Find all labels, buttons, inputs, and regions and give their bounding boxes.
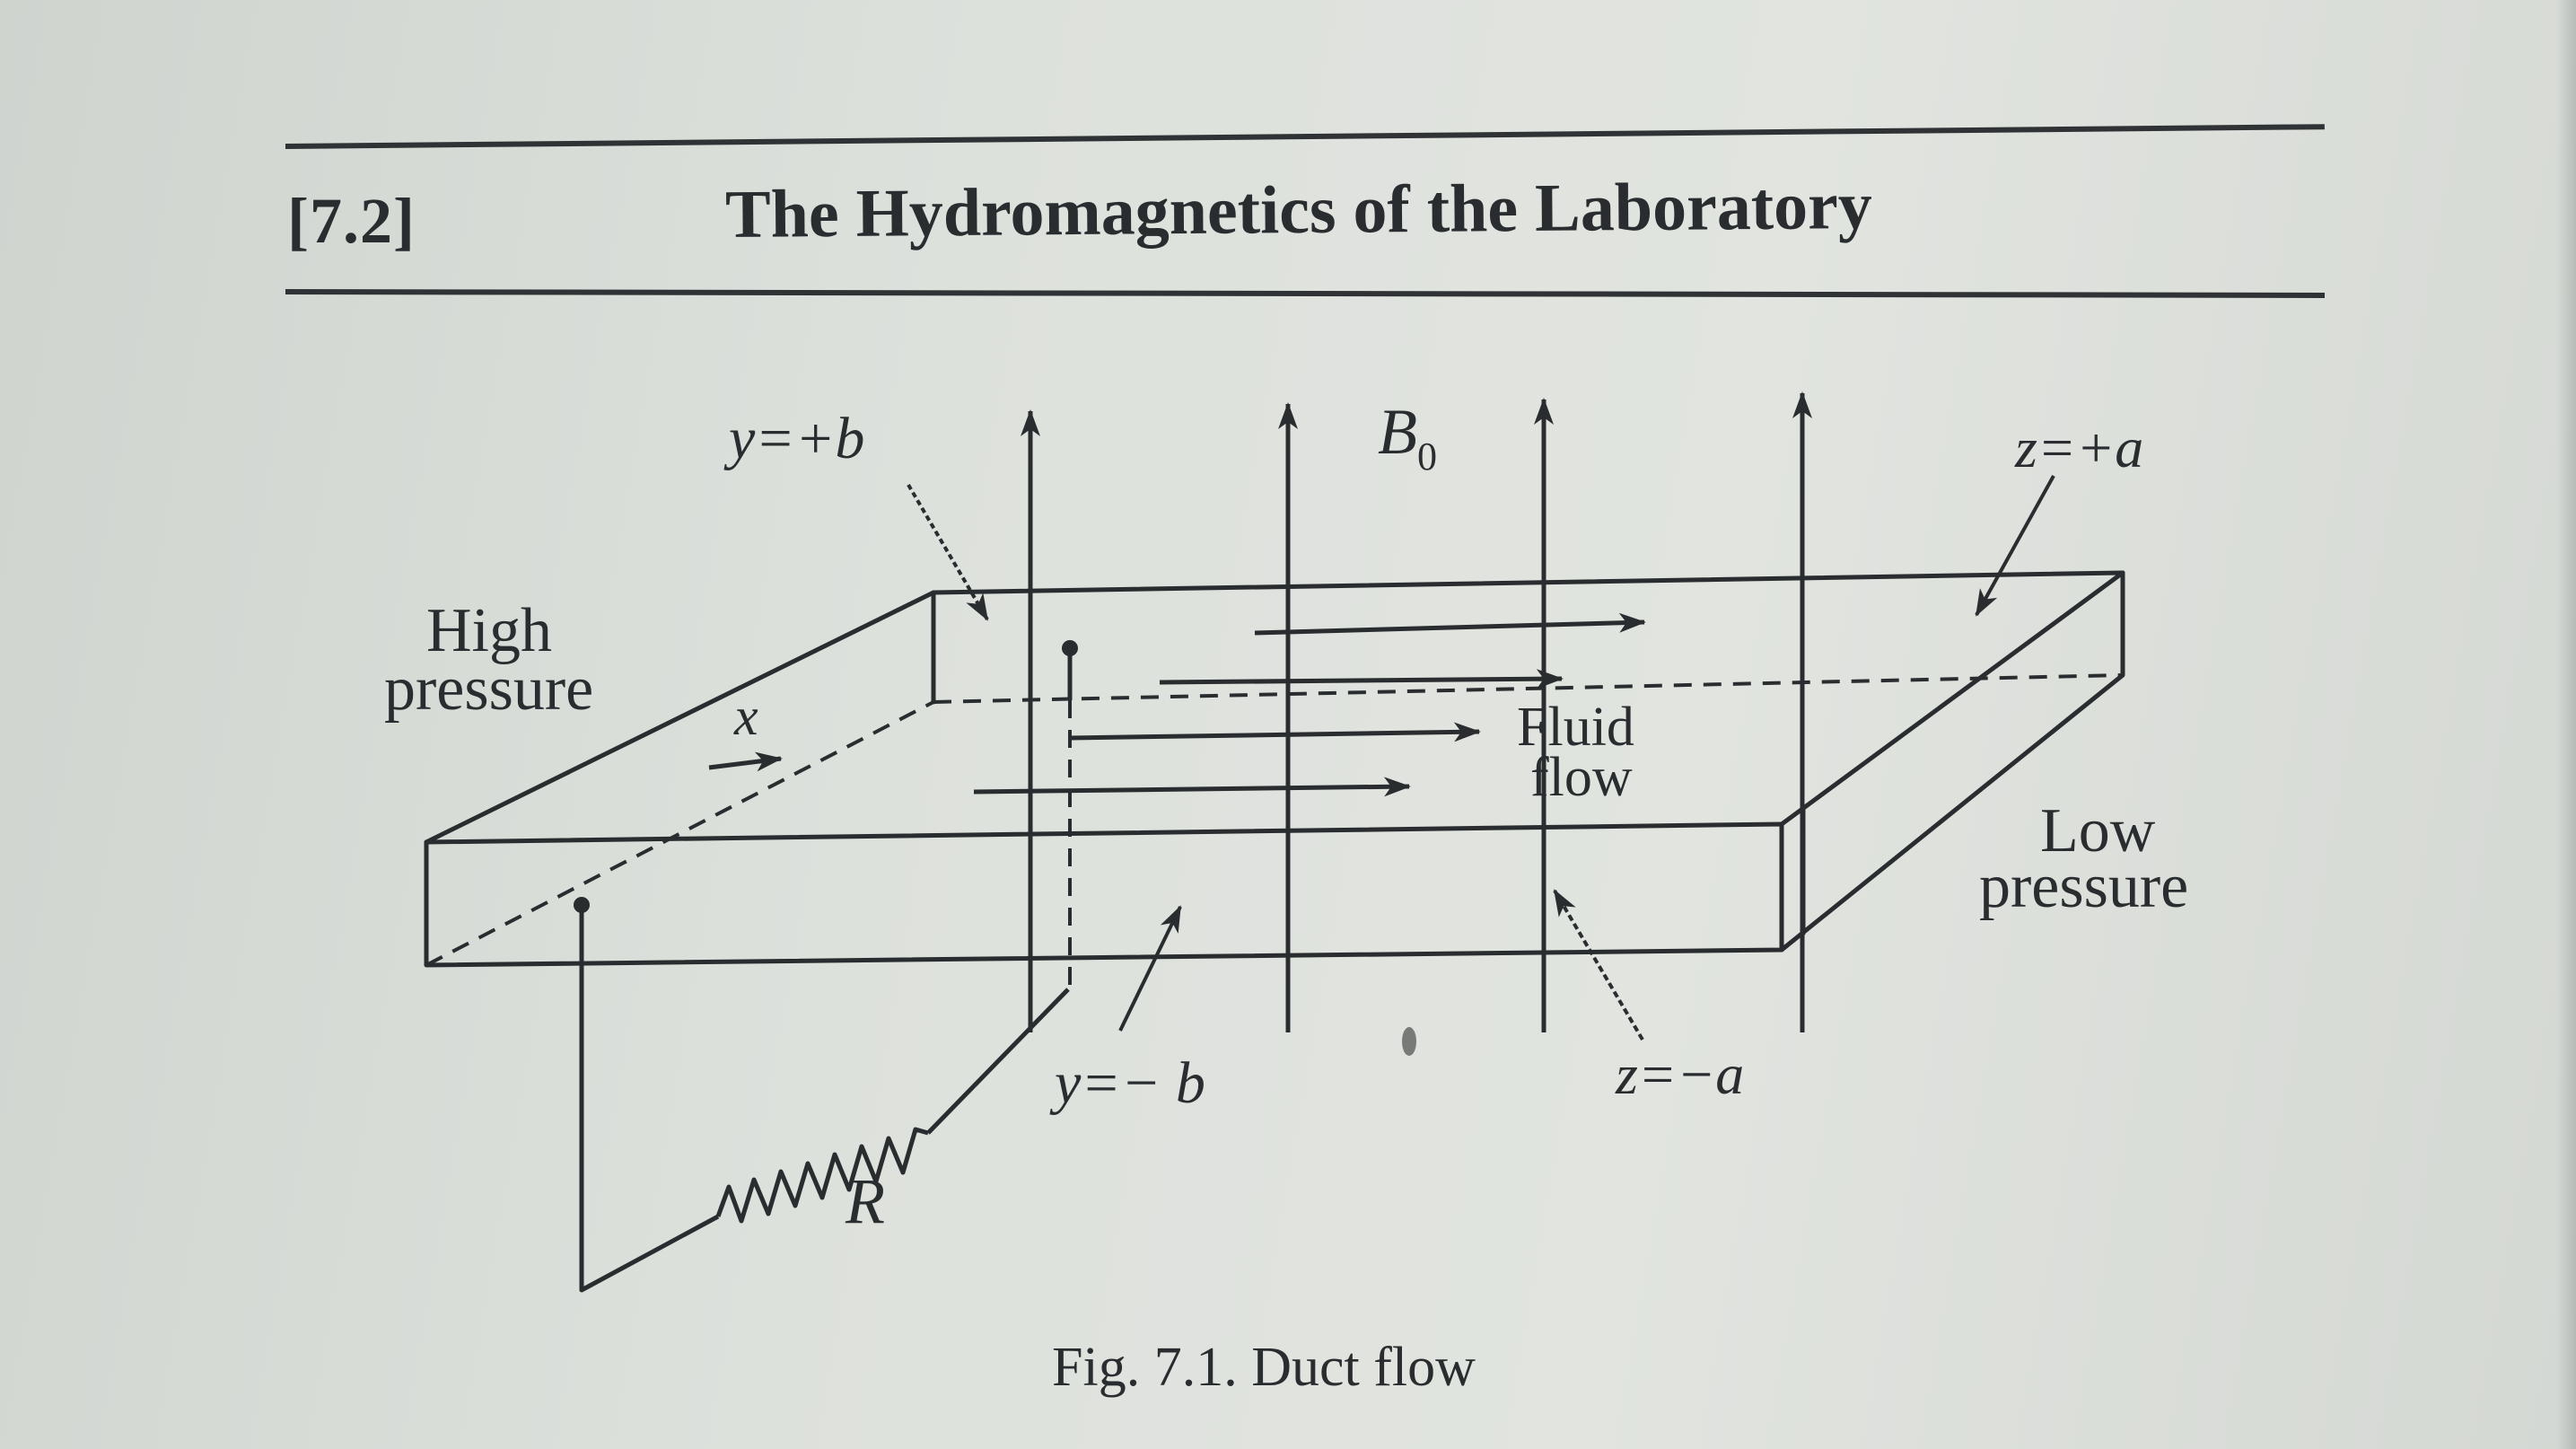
label-pressure-left: pressure [384, 654, 593, 724]
label-z-plus-a: z=+a [2014, 416, 2143, 479]
label-x: x [733, 687, 758, 746]
electrode-back-dot [1062, 640, 1078, 656]
label-b0: B0 [1378, 396, 1437, 479]
label-flow: flow [1530, 747, 1633, 808]
section-number: [7.2] [287, 185, 416, 257]
page-edge-shadow [2556, 0, 2576, 1449]
ink-spot [1402, 1027, 1416, 1056]
leader-y-plus-b [907, 483, 989, 621]
label-z-minus-a: z=−a [1615, 1042, 1744, 1106]
label-high: High [426, 596, 552, 665]
label-fluid: Fluid [1517, 697, 1634, 758]
duct-front-face [424, 821, 1784, 968]
resistor-r [715, 1127, 929, 1224]
label-y-minus-b: y=− b [1049, 1050, 1205, 1116]
label-r: R [845, 1165, 885, 1237]
label-pressure-right: pressure [1979, 852, 2188, 921]
leader-z-plus-a [1975, 475, 2055, 617]
circuit-wire [579, 905, 720, 1293]
label-y-plus-b: y=+b [723, 406, 864, 471]
electrode-front-dot [574, 897, 590, 913]
label-low: Low [2040, 796, 2156, 865]
circuit-wire-back [926, 988, 1070, 1135]
flow-arrow-4 [973, 777, 1411, 797]
figure-caption: Fig. 7.1. Duct flow [1052, 1337, 1476, 1398]
leader-z-minus-a [1553, 889, 1644, 1041]
hidden-edge-bottom-left [425, 700, 934, 967]
flow-arrow-3 [1069, 722, 1481, 742]
x-direction-arrow [708, 751, 783, 772]
leader-y-minus-b [1118, 905, 1182, 1032]
duct-top-face [424, 570, 2125, 845]
hidden-edge-bottom-back [933, 673, 2124, 704]
flow-arrow-2 [1159, 669, 1564, 689]
flow-arrow-1 [1254, 612, 1646, 636]
